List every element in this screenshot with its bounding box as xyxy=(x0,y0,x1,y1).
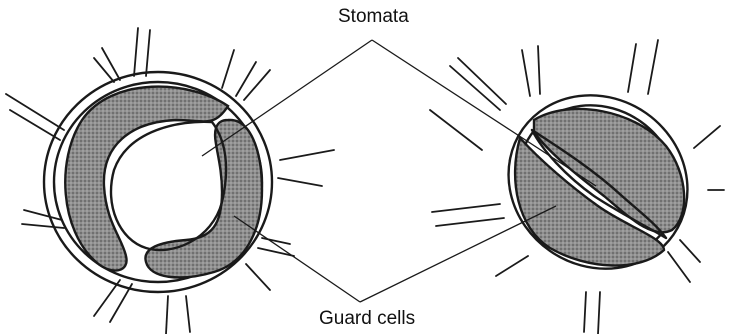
stomata-label: Stomata xyxy=(338,6,409,28)
guard-cells-label: Guard cells xyxy=(319,308,415,330)
closed-stoma xyxy=(430,40,724,334)
open-stoma xyxy=(6,28,334,334)
